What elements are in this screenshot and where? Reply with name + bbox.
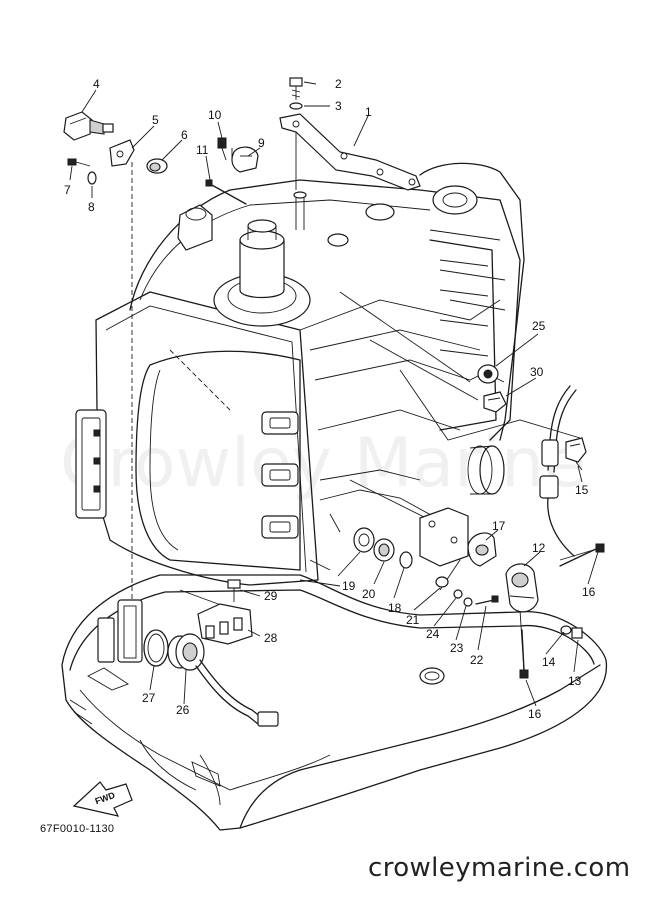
callout-16a: 16 xyxy=(582,585,596,599)
callout-labels: 1 2 3 4 5 6 7 8 9 10 11 12 13 14 15 16 1… xyxy=(64,77,596,721)
callout-11: 11 xyxy=(196,143,209,157)
callout-8: 8 xyxy=(88,200,95,214)
part-bracket-plate-center xyxy=(419,507,469,567)
wire-harness-right xyxy=(539,385,577,557)
fwd-arrow: FWD xyxy=(72,781,133,817)
part-15-clamp xyxy=(565,437,587,471)
callout-2: 2 xyxy=(335,77,342,91)
part-13-bolt xyxy=(571,627,583,639)
callout-26: 26 xyxy=(176,703,190,717)
callout-29: 29 xyxy=(264,589,278,603)
callout-27: 27 xyxy=(142,691,156,705)
callout-13: 13 xyxy=(568,674,582,688)
callout-22: 22 xyxy=(470,653,484,667)
side-handle xyxy=(75,409,107,519)
part-7-bolt xyxy=(67,158,91,167)
part-6-grommet xyxy=(146,158,168,174)
callout-12: 12 xyxy=(532,541,546,555)
part-27-o-ring xyxy=(143,629,169,667)
callout-18: 18 xyxy=(388,601,402,615)
drawing-code: 67F0010-1130 xyxy=(40,823,115,835)
watermark-text: Crowley Marine xyxy=(60,424,586,503)
part-10-bolt xyxy=(217,137,227,161)
part-18-grommet xyxy=(399,551,413,569)
part-26-connector xyxy=(167,633,279,727)
part-1-bracket xyxy=(279,113,421,191)
part-19-grommet xyxy=(353,527,375,553)
part-23-nut xyxy=(463,597,473,607)
callout-6: 6 xyxy=(181,128,188,142)
callout-4: 4 xyxy=(93,77,100,91)
part-2-bolt xyxy=(289,77,303,100)
part-11-cable-tie xyxy=(205,179,247,205)
cowling-drain-hole xyxy=(419,667,445,685)
engine-block xyxy=(75,162,525,591)
callout-15: 15 xyxy=(575,483,589,497)
callout-7: 7 xyxy=(64,183,71,197)
callout-19: 19 xyxy=(342,579,356,593)
callout-21: 21 xyxy=(406,613,420,627)
part-4-sensor xyxy=(63,111,114,141)
callout-leaders xyxy=(69,81,599,707)
part-16-bolt-lower xyxy=(519,629,529,679)
part-21-washer xyxy=(435,576,449,588)
callout-24: 24 xyxy=(426,627,440,641)
part-30-clip xyxy=(483,391,507,413)
callout-1: 1 xyxy=(365,105,372,119)
part-16-bolt-upper xyxy=(559,543,605,567)
part-14-washer xyxy=(560,625,572,635)
callout-23: 23 xyxy=(450,641,464,655)
callout-16b: 16 xyxy=(528,707,542,721)
part-5-clamp xyxy=(109,139,135,167)
website-link[interactable]: crowleymarine.com xyxy=(368,853,631,883)
part-25-sensor xyxy=(477,364,505,384)
callout-25: 25 xyxy=(532,319,546,333)
part-24-washer xyxy=(453,589,463,599)
callout-20: 20 xyxy=(362,587,376,601)
callout-3: 3 xyxy=(335,99,342,113)
bottom-cowling xyxy=(61,574,608,831)
callout-10: 10 xyxy=(208,108,222,122)
callout-5: 5 xyxy=(152,113,159,127)
callout-14: 14 xyxy=(542,655,556,669)
part-28-bracket xyxy=(197,603,253,645)
part-8-washer xyxy=(87,171,97,185)
part-22-bolt xyxy=(475,595,499,605)
callout-28: 28 xyxy=(264,631,278,645)
callout-30: 30 xyxy=(530,365,544,379)
part-9-clip xyxy=(231,146,259,173)
part-17-cap xyxy=(467,532,497,567)
part-12-coil xyxy=(505,563,539,613)
part-3-washer xyxy=(289,102,303,110)
part-20-bushing xyxy=(373,538,395,562)
callout-9: 9 xyxy=(258,136,265,150)
callout-17: 17 xyxy=(492,519,506,533)
part-29-bolt xyxy=(227,579,241,602)
